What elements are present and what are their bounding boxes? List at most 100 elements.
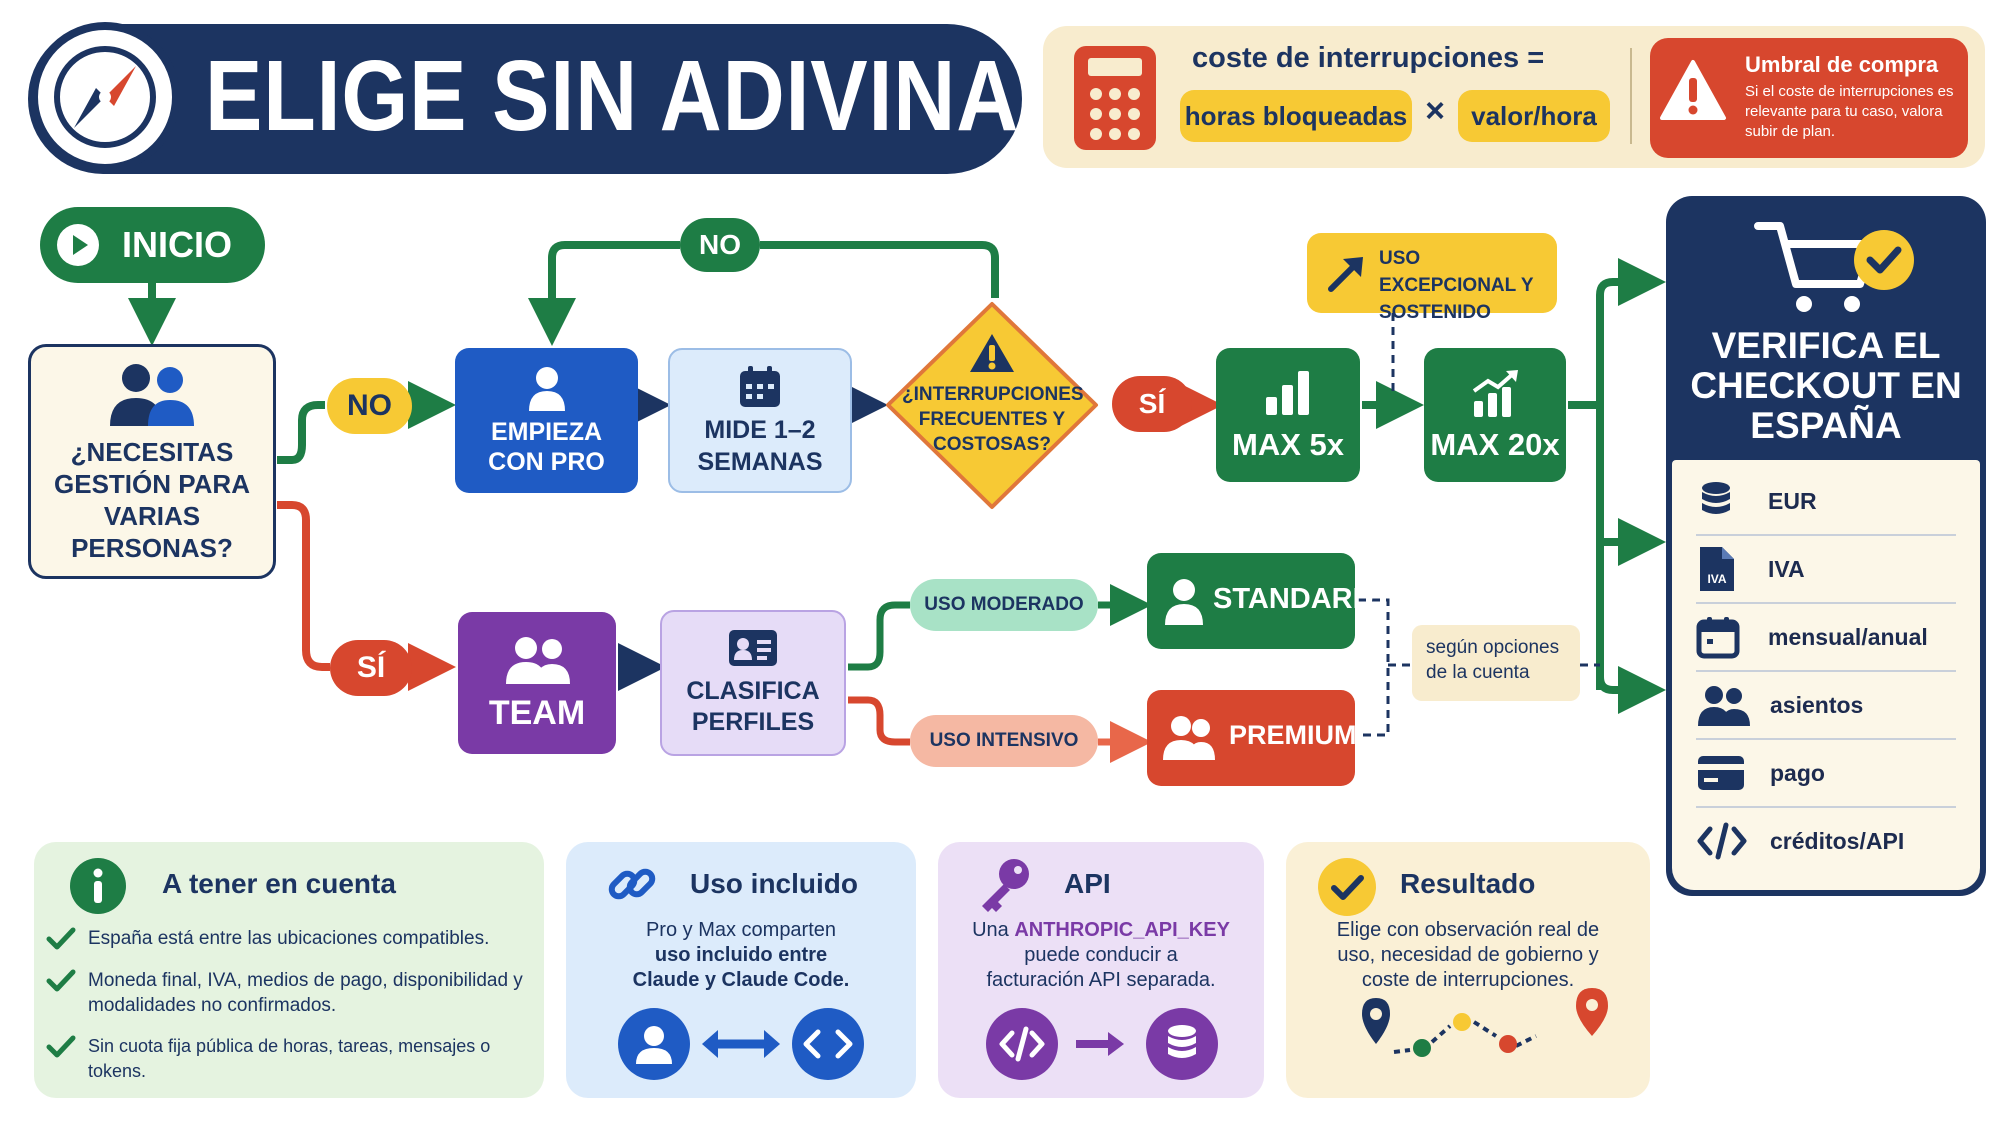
play-icon [57, 224, 99, 266]
max5-box[interactable]: MAX 5x [1216, 348, 1360, 482]
coins-icon [1702, 482, 1730, 514]
question-interruptions-text: ¿INTERRUPCIONES FRECUENTES Y COSTOSAS? [902, 384, 1084, 455]
notes-item: Moneda final, IVA, medios de pago, dispo… [46, 968, 536, 1018]
notes-item-text: Moneda final, IVA, medios de pago, dispo… [88, 970, 523, 1016]
bar-chart-icon [1266, 371, 1309, 415]
included-title: Uso incluido [690, 868, 858, 899]
standard-box[interactable]: STANDARD [1147, 553, 1374, 649]
calculator-icon [1074, 46, 1156, 150]
notes-item: España está entre las ubicaciones compat… [46, 926, 536, 952]
api-line-prefix: Una [972, 919, 1015, 941]
checkout-item-label: mensual/anual [1768, 623, 1928, 650]
si-label-people: SÍ [330, 640, 412, 696]
included-text: Pro y Max comparten uso incluido entre C… [580, 918, 902, 993]
intensive-use-label: USO INTENSIVO [910, 715, 1098, 767]
included-line: uso incluido entre [654, 944, 828, 966]
max20-box[interactable]: MAX 20x [1424, 348, 1566, 482]
cart-check-icon [1752, 218, 1920, 318]
user-code-swap-icons [616, 1006, 866, 1082]
tax-document-icon: IVA [1700, 547, 1734, 591]
credit-card-icon [1698, 756, 1744, 790]
no-label-people: NO [327, 378, 412, 434]
formula-divider [1630, 48, 1632, 144]
api-line: Una ANTHROPIC_API_KEY [950, 918, 1252, 943]
start-pill[interactable]: INICIO [40, 207, 265, 283]
route-map-icon [1346, 986, 1626, 1076]
pro-box[interactable]: EMPIEZA CON PRO [455, 348, 638, 493]
exceptional-use-text: USO EXCEPCIONAL Y SOSTENIDO [1379, 248, 1534, 323]
notes-title: A tener en cuenta [162, 868, 396, 899]
checkout-list: EUR IVA IVA mensual/anual asientos pago [1672, 460, 1980, 890]
checkout-item-label: IVA [1768, 555, 1805, 582]
checkout-item-eur: EUR [1696, 468, 1956, 536]
result-title: Resultado [1400, 868, 1536, 899]
api-line: facturación API separada. [986, 969, 1216, 991]
code-to-database-icons [984, 1006, 1220, 1082]
checkout-item-payment: pago [1696, 740, 1956, 808]
api-title: API [1064, 868, 1111, 899]
checkout-item-label: créditos/API [1770, 827, 1905, 854]
check-icon [46, 927, 76, 950]
classify-box[interactable]: CLASIFICA PERFILES [660, 610, 846, 756]
account-options-note: según opciones de la cuenta [1412, 625, 1580, 701]
exceptional-use-note: USO EXCEPCIONAL Y SOSTENIDO [1307, 233, 1557, 323]
title-banner [28, 24, 1022, 174]
pro-text: EMPIEZA CON PRO [488, 417, 605, 476]
question-people[interactable]: ¿NECESITAS GESTIÓN PARA VARIAS PERSONAS? [28, 344, 276, 579]
api-line: puede conducir a [1024, 944, 1178, 966]
person-icon [1165, 579, 1203, 625]
premium-box[interactable]: PREMIUM [1147, 690, 1357, 786]
question-people-text: ¿NECESITAS GESTIÓN PARA VARIAS PERSONAS? [54, 436, 250, 563]
svg-text:IVA: IVA [1707, 572, 1726, 586]
team-box[interactable]: TEAM [458, 612, 616, 754]
users-icon [1163, 716, 1215, 760]
checkout-item-iva: IVA IVA [1696, 536, 1956, 604]
checkout-item-label: pago [1770, 759, 1825, 786]
formula-hours-pill: horas bloqueadas [1180, 90, 1412, 142]
users-icon [1698, 686, 1750, 726]
question-interruptions-diamond[interactable] [882, 298, 1102, 513]
link-icon [604, 856, 660, 912]
checkout-item-label: asientos [1770, 691, 1864, 718]
check-icon [46, 1035, 76, 1058]
notes-item: Sin cuota fija pública de horas, tareas,… [46, 1034, 536, 1084]
moderate-use-label: USO MODERADO [910, 579, 1098, 631]
formula-title: coste de interrupciones = [1192, 42, 1545, 74]
compass-icon [30, 22, 180, 172]
growth-chart-icon [1472, 370, 1518, 417]
checkout-item-api: créditos/API [1696, 808, 1956, 874]
formula-rate-pill: valor/hora [1458, 90, 1610, 142]
check-circle-icon [1316, 856, 1378, 918]
warning-icon [972, 334, 1012, 374]
measure-text: MIDE 1–2 SEMANAS [697, 415, 823, 476]
threshold-text: Si el coste de interrupciones es relevan… [1745, 83, 1954, 140]
check-icon [46, 969, 76, 992]
code-icon [1697, 822, 1747, 860]
api-key-name: ANTHROPIC_API_KEY [1014, 919, 1230, 941]
api-text: Una ANTHROPIC_API_KEY puede conducir a f… [950, 918, 1252, 993]
formula-multiply: × [1425, 92, 1445, 130]
included-line: Claude y Claude Code. [632, 969, 850, 991]
checkout-item-label: EUR [1768, 487, 1817, 514]
calendar-icon [1696, 617, 1740, 659]
checkout-item-billing: mensual/anual [1696, 604, 1956, 672]
notes-item-text: Sin cuota fija pública de horas, tareas,… [88, 1036, 491, 1081]
checkout-title: VERIFICA EL CHECKOUT EN ESPAÑA [1690, 325, 1962, 446]
key-icon [976, 854, 1036, 914]
classify-text: CLASIFICA PERFILES [686, 677, 820, 736]
standard-text: STANDARD [1213, 583, 1374, 615]
threshold-title: Umbral de compra [1745, 52, 1939, 77]
no-label-loop: NO [680, 218, 760, 272]
id-card-icon [729, 630, 777, 666]
premium-text: PREMIUM [1229, 720, 1357, 750]
max5-text: MAX 5x [1232, 427, 1344, 462]
measure-box[interactable]: MIDE 1–2 SEMANAS [668, 348, 852, 493]
max20-text: MAX 20x [1430, 427, 1560, 462]
team-icon [506, 636, 570, 684]
result-text: Elige con observación real de uso, neces… [1336, 919, 1600, 991]
start-label: INICIO [122, 224, 233, 265]
trend-up-icon [1328, 257, 1363, 292]
warning-icon [1658, 58, 1728, 124]
info-icon [68, 856, 128, 916]
